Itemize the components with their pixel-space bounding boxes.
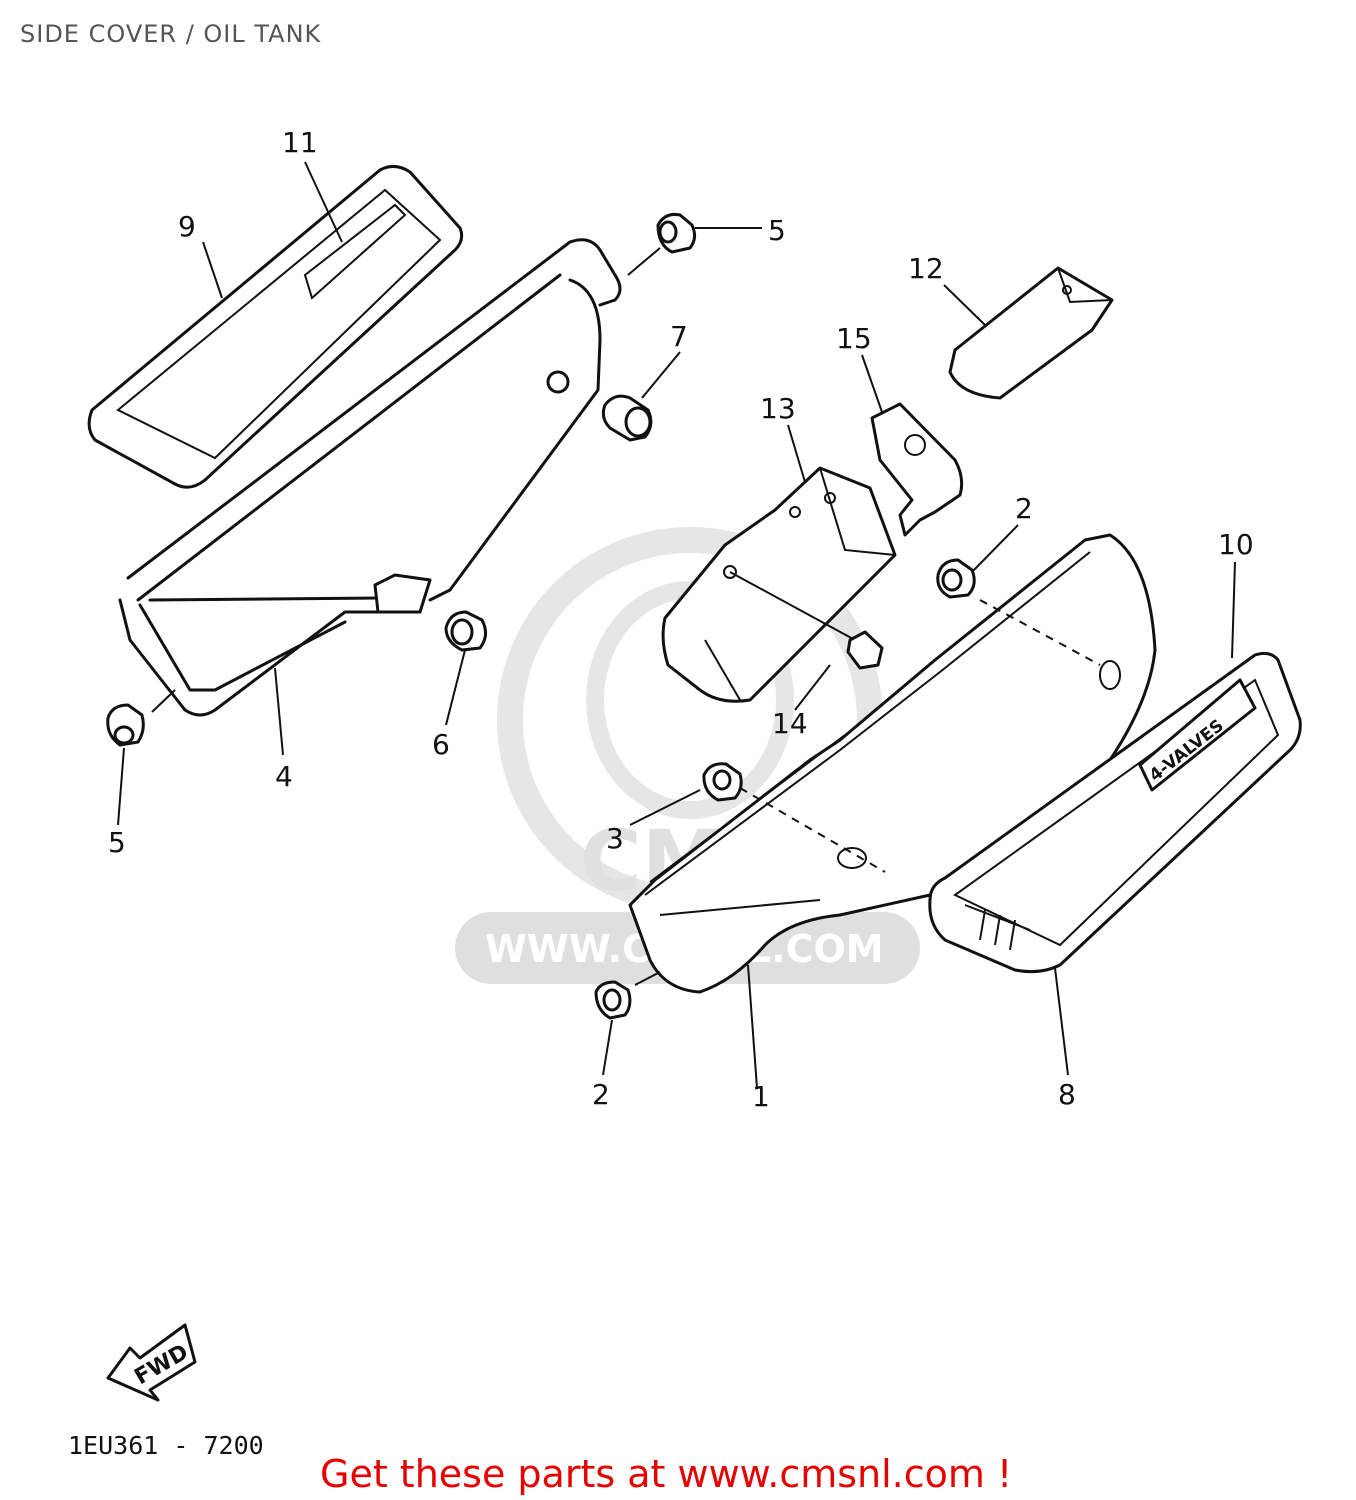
part-3-grommet (702, 762, 743, 802)
diagram-code: 1EU361 - 7200 (68, 1431, 264, 1460)
label-11: 11 (282, 126, 318, 159)
part-15-bracket (870, 402, 964, 537)
part-6-grommet (444, 610, 487, 652)
label-15: 15 (836, 322, 872, 355)
part-9-left-side-cover (87, 165, 464, 489)
label-3: 3 (606, 822, 624, 855)
label-13: 13 (760, 392, 796, 425)
label-2b: 2 (592, 1078, 610, 1111)
page-title: SIDE COVER / OIL TANK (20, 20, 322, 48)
label-5b: 5 (108, 826, 126, 859)
part-2-grommet-lower (594, 980, 632, 1020)
label-14: 14 (772, 707, 808, 740)
label-12: 12 (908, 252, 944, 285)
part-7-spacer (601, 394, 653, 442)
leader-lines (117, 161, 1236, 1089)
fwd-arrow-icon: FWD (106, 1323, 197, 1402)
part-4-bracket (118, 238, 622, 717)
label-5a: 5 (768, 214, 786, 247)
label-2a: 2 (1015, 492, 1033, 525)
part-5-grommet-bottom (106, 703, 145, 747)
label-6: 6 (432, 728, 450, 761)
part-1-right-side-cover (628, 533, 1157, 994)
label-1: 1 (752, 1080, 770, 1113)
promo-link[interactable]: Get these parts at www.cmsnl.com ! (320, 1452, 1013, 1496)
part-5-grommet-top (656, 213, 697, 254)
label-9: 9 (178, 210, 196, 243)
label-7: 7 (670, 320, 688, 353)
part-12-tool-bag (948, 266, 1114, 400)
part-14-bolt (729, 571, 884, 670)
part-13-oil-tank (661, 466, 897, 703)
part-2-grommet-upper (936, 558, 976, 599)
label-4: 4 (275, 760, 293, 793)
part-number-labels: 11 9 5 12 7 15 13 2 10 14 6 4 3 5 2 1 8 (108, 126, 1254, 1113)
label-8: 8 (1058, 1078, 1076, 1111)
label-10: 10 (1218, 528, 1254, 561)
